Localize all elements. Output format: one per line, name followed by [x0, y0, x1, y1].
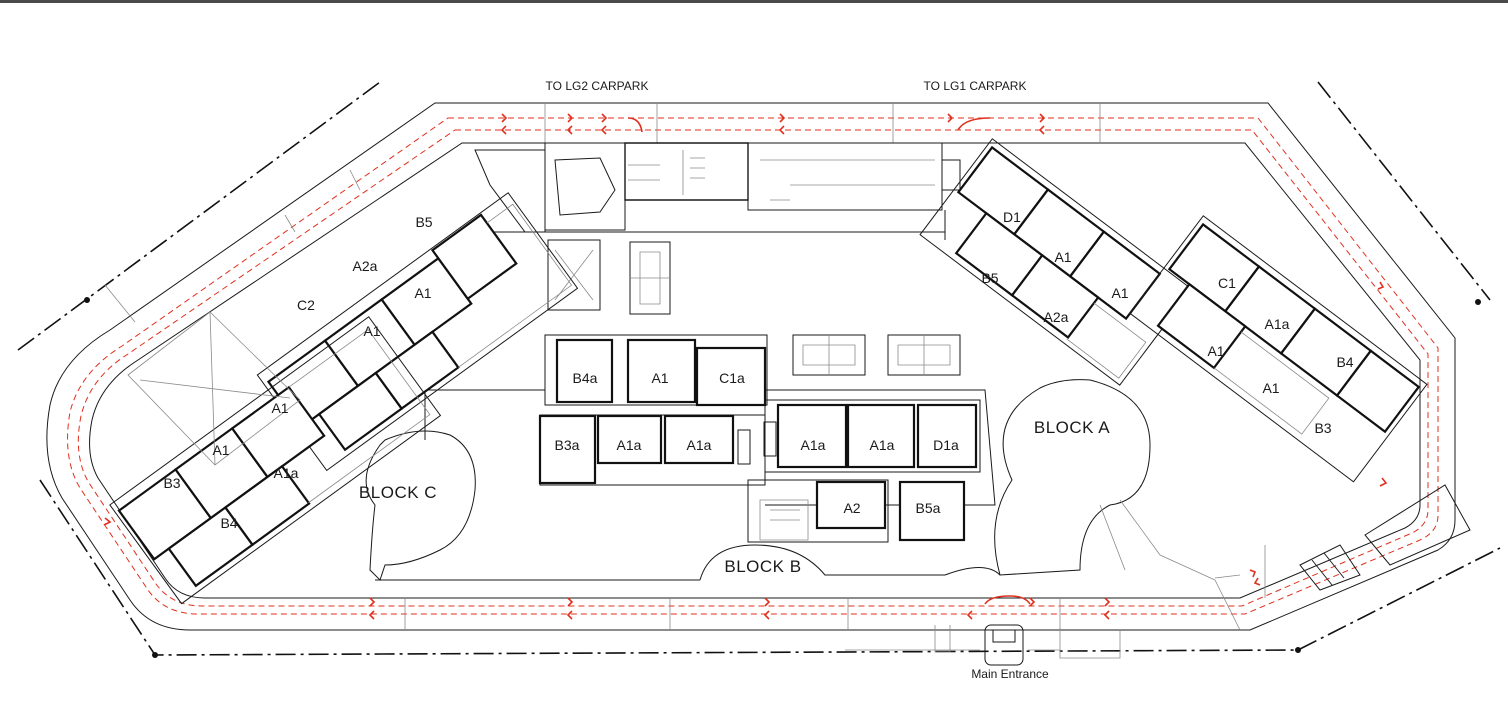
unit-label: B4 — [220, 515, 237, 531]
unit-label: A1 — [414, 285, 431, 301]
unit-label: C1a — [719, 370, 745, 386]
block-b-buildings — [538, 334, 981, 543]
block-c-plaza — [365, 389, 545, 581]
unit-label: A1a — [274, 465, 299, 481]
unit-label: B3 — [163, 475, 180, 491]
east-stalls — [1214, 484, 1471, 598]
top-border — [0, 0, 1508, 3]
unit-label: B5a — [916, 500, 941, 516]
unit-label: A1 — [1054, 249, 1071, 265]
unit-label: C1 — [1218, 275, 1236, 291]
unit-label: B3a — [555, 437, 580, 453]
unit-label: B4a — [573, 370, 598, 386]
ring-road — [46, 102, 1456, 631]
unit-label: B3 — [1314, 420, 1331, 436]
unit-label: A1 — [271, 400, 288, 416]
unit-label: A1 — [363, 323, 380, 339]
block-a-plaza — [994, 379, 1216, 581]
unit-label: A1 — [651, 370, 668, 386]
main-entrance-gate — [845, 624, 1121, 666]
traffic-arrows — [103, 113, 1388, 620]
courts — [547, 239, 961, 376]
unit-label: B5 — [415, 214, 432, 230]
block-c-buildings — [109, 192, 579, 605]
unit-label: A1a — [617, 437, 642, 453]
lg2-carpark-label: TO LG2 CARPARK — [546, 79, 649, 93]
unit-label: A1 — [1262, 380, 1279, 396]
unit-label: B5 — [981, 270, 998, 286]
block-b-label: BLOCK B — [724, 557, 801, 576]
unit-label: B4 — [1336, 354, 1353, 370]
block-c-label: BLOCK C — [359, 483, 437, 502]
unit-label: A2a — [353, 258, 378, 274]
block-a-label: BLOCK A — [1034, 418, 1110, 437]
unit-label: A1a — [687, 437, 712, 453]
main-entrance-label: Main Entrance — [971, 667, 1049, 681]
unit-label: D1 — [1003, 209, 1021, 225]
unit-label: A1a — [801, 437, 826, 453]
site-boundary — [17, 81, 1501, 658]
unit-label: A1a — [870, 437, 895, 453]
unit-label: A1 — [1207, 343, 1224, 359]
unit-label: D1a — [933, 437, 959, 453]
unit-label: C2 — [297, 297, 315, 313]
lg1-carpark-label: TO LG1 CARPARK — [924, 79, 1027, 93]
block-a-buildings — [919, 138, 1428, 483]
unit-label: A2a — [1044, 309, 1069, 325]
clubhouse-area — [474, 142, 961, 240]
unit-label: A1 — [1111, 285, 1128, 301]
unit-label: A1 — [212, 442, 229, 458]
unit-label: A2 — [843, 500, 860, 516]
unit-label: A1a — [1265, 316, 1290, 332]
